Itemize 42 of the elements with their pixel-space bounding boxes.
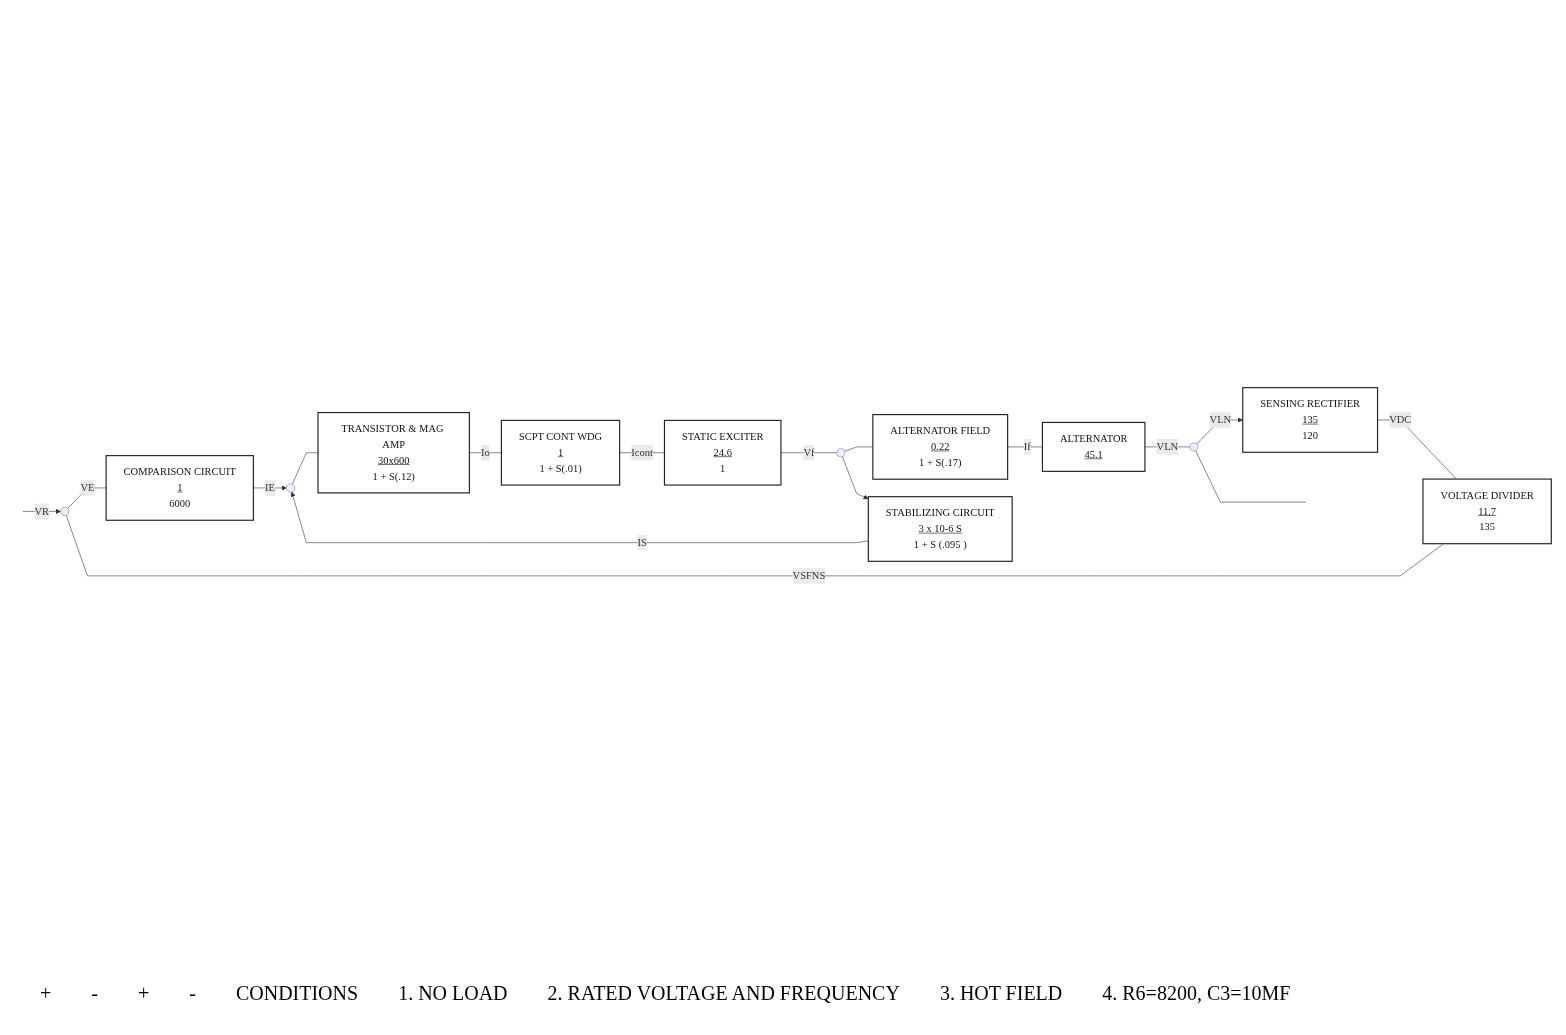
connector xyxy=(67,487,107,510)
node-box: STATIC EXCITER 24.6 1 xyxy=(663,420,782,486)
note-text: 1. NO LOAD xyxy=(398,982,508,1005)
node-box: COMPARISON CIRCUIT 1 6000 xyxy=(105,455,254,522)
node-box: ALTERNATOR FIELD 0.22 1 + S(.17) xyxy=(872,414,1009,481)
edge-label: If xyxy=(1023,441,1031,453)
note-text: 3. HOT FIELD xyxy=(939,982,1063,1005)
node-circle xyxy=(1189,442,1199,452)
node-box: VOLTAGE DIVIDER 11.7 135 xyxy=(1422,478,1552,545)
edge-label: VDC xyxy=(1389,414,1412,426)
node-box: SENSING RECTIFIER 135 120 xyxy=(1242,387,1379,454)
connector xyxy=(469,452,502,454)
note-text: 4. R6=8200, C3=10MF xyxy=(1102,982,1291,1005)
note-text: 2. RATED VOLTAGE AND FREQUENCY xyxy=(547,982,900,1005)
note-text: + xyxy=(137,982,150,1005)
node-box: SCPT CONT WDG 1 1 + S(.01) xyxy=(500,420,621,486)
edge-label: VLN xyxy=(1156,441,1179,453)
connector xyxy=(65,515,1444,577)
node-box: ALTERNATOR 45.1 xyxy=(1041,422,1146,473)
node-circle xyxy=(836,448,846,458)
edge-label: IS xyxy=(637,536,647,549)
node-box: TRANSISTOR & MAG AMP 30x600 1 + S(.12) xyxy=(317,412,470,494)
edge-label: VLN xyxy=(1209,414,1232,426)
connector xyxy=(1377,419,1457,480)
edge-label: VR xyxy=(34,505,50,518)
edge-label: Vf xyxy=(803,446,815,459)
node-circle xyxy=(60,507,70,517)
connector xyxy=(780,452,838,454)
note-text: - xyxy=(91,982,98,1005)
edge-label: IE xyxy=(265,482,275,494)
note-text: + xyxy=(40,982,52,1005)
connector xyxy=(292,452,319,485)
edge-label: Icont xyxy=(631,446,653,459)
node-box: STABILIZING CIRCUIT 3 x 10-6 S 1 + S (.095 ) xyxy=(867,496,1013,563)
edge-label: VSFNS xyxy=(792,570,826,582)
connector xyxy=(1007,446,1043,448)
node-circle xyxy=(286,483,295,493)
connector xyxy=(1195,450,1307,503)
edge-label: VE xyxy=(80,482,95,494)
edge-label: Io xyxy=(481,446,490,459)
note-text: CONDITIONS xyxy=(235,982,359,1005)
note-text: - xyxy=(189,982,196,1005)
